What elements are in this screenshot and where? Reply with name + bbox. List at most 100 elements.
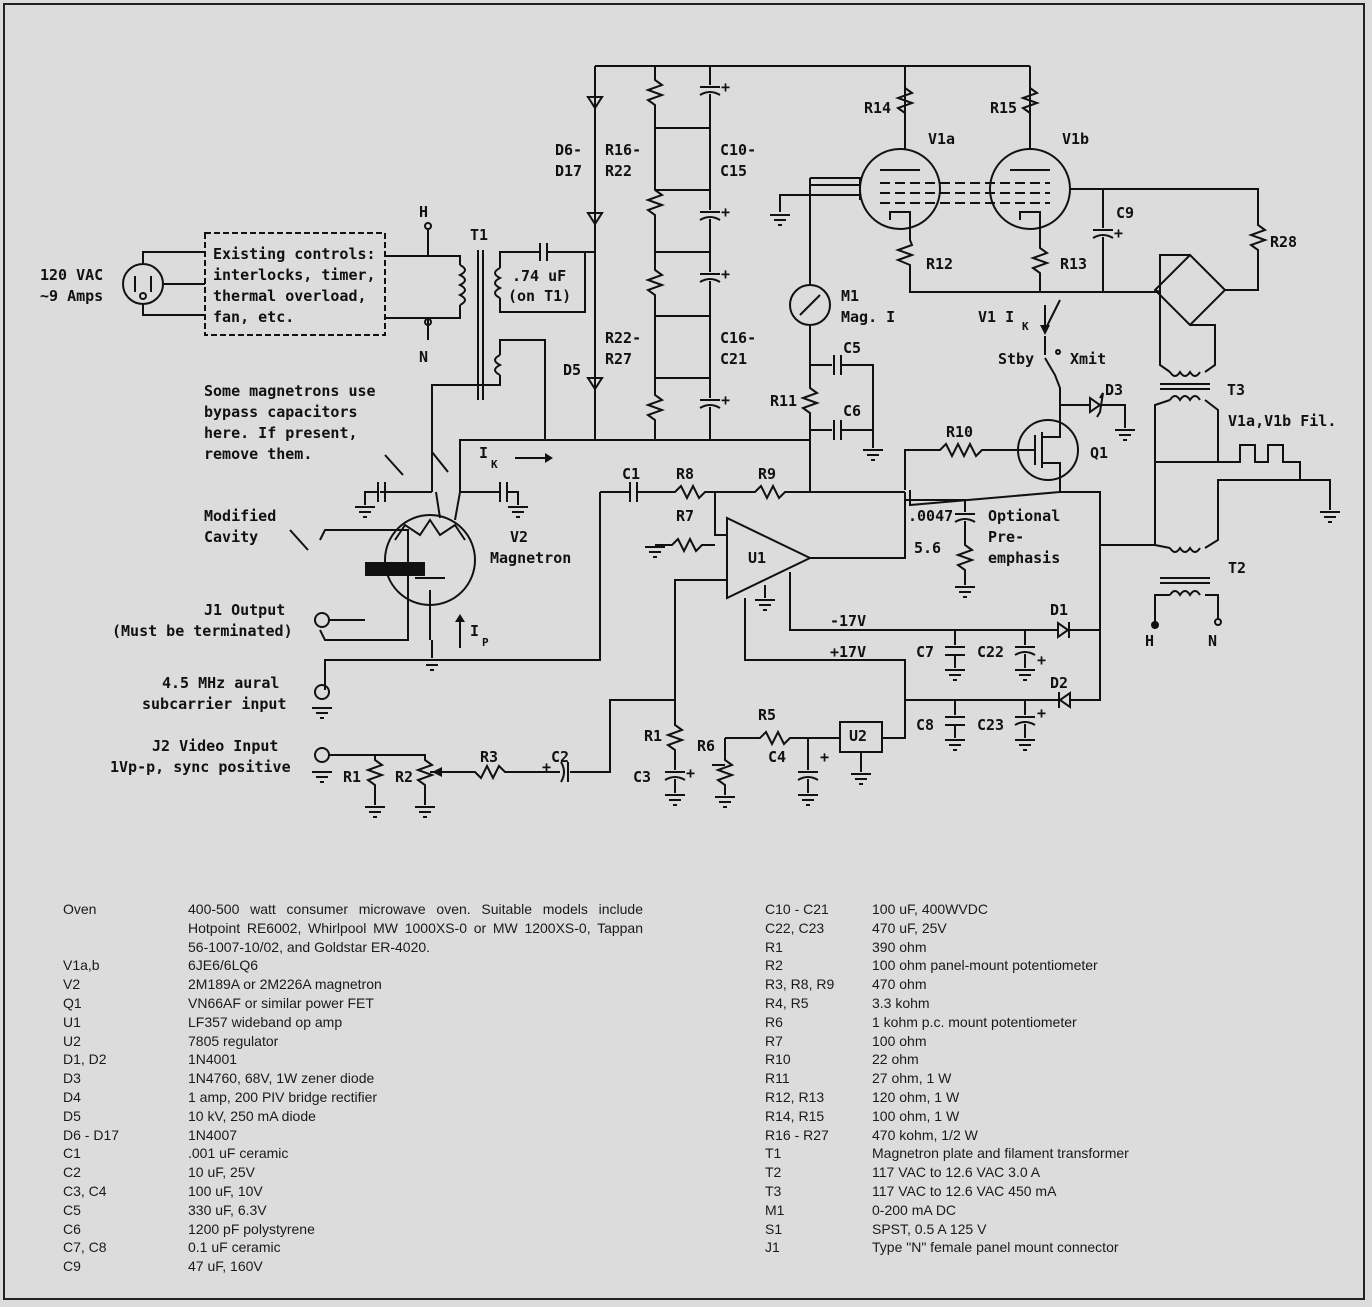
plus-mark: + <box>542 758 551 776</box>
part-description: 470 kohm, 1/2 W <box>872 1126 978 1143</box>
part-description: 6JE6/6LQ6 <box>188 957 259 974</box>
part-description: 330 uF, 6.3V <box>188 1201 267 1218</box>
part-designator: C7, C8 <box>63 1239 107 1256</box>
plus-mark: + <box>721 78 730 96</box>
part-designator: R6 <box>765 1013 783 1030</box>
part-description: 400-500 watt consumer microwave oven. Su… <box>188 901 643 955</box>
part-description: 1N4760, 68V, 1W zener diode <box>188 1070 375 1087</box>
label-n2: N <box>1208 632 1217 650</box>
label-ip-sub: P <box>482 636 489 649</box>
label-r2: R2 <box>395 768 413 786</box>
label-v1b: V1b <box>1062 130 1089 148</box>
part-designator: R3, R8, R9 <box>765 976 835 993</box>
label-j1-output: J1 Output <box>204 601 285 619</box>
part-description: 10 uF, 25V <box>188 1164 255 1181</box>
part-description: 470 ohm <box>872 976 927 993</box>
part-description: Magnetron plate and filament transformer <box>872 1145 1129 1162</box>
part-designator: D5 <box>63 1107 81 1124</box>
label-t1: T1 <box>470 226 488 244</box>
label-k-sub: K <box>1022 320 1029 333</box>
label-r1: R1 <box>644 727 662 745</box>
label-n: N <box>419 348 428 366</box>
label-c16: C16- <box>720 329 756 347</box>
label-c22: C22 <box>977 643 1004 661</box>
label-q1: Q1 <box>1090 444 1108 462</box>
label-r22: R22 <box>605 162 632 180</box>
figure-frame <box>3 3 1365 1300</box>
part-designator: R11 <box>765 1070 790 1087</box>
label-ip: I <box>470 622 479 640</box>
part-description: 10 kV, 250 mA diode <box>188 1107 316 1124</box>
part-designator: R14, R15 <box>765 1107 825 1124</box>
label-r22b: R22- <box>605 329 641 347</box>
label-cap74: .74 uF <box>512 267 566 285</box>
label-r13: R13 <box>1060 255 1087 273</box>
part-description: 100 ohm, 1 W <box>872 1107 960 1124</box>
label-mag-i: Mag. I <box>841 308 895 326</box>
label-c23: C23 <box>977 716 1004 734</box>
part-designator: C9 <box>63 1258 81 1275</box>
part-designator: C22, C23 <box>765 919 825 936</box>
wires <box>122 65 1341 818</box>
label-u1: U1 <box>748 549 766 567</box>
label-t2: T2 <box>1228 559 1246 577</box>
part-description: 0-200 mA DC <box>872 1201 957 1218</box>
label-pre: Pre- <box>988 528 1024 546</box>
part-designator: C10 - C21 <box>765 901 829 917</box>
label-emphasis: emphasis <box>988 549 1060 567</box>
label-r9: R9 <box>758 465 776 483</box>
label-t3: T3 <box>1227 381 1245 399</box>
label-v1a: V1a <box>928 130 955 148</box>
label-m1: M1 <box>841 287 859 305</box>
label-r15: R15 <box>990 99 1017 117</box>
part-designator: V2 <box>63 976 81 993</box>
part-designator: C5 <box>63 1201 81 1218</box>
part-description: 2M189A or 2M226A magnetron <box>188 976 382 993</box>
part-description: .001 uF ceramic <box>188 1145 289 1162</box>
part-description: 100 ohm panel-mount potentiometer <box>872 957 1098 974</box>
part-description: 22 ohm <box>872 1051 919 1068</box>
label-c9: C9 <box>1116 204 1134 222</box>
parts-row: R11 27 ohm, 1 W <box>765 1069 1195 1088</box>
part-description: 117 VAC to 12.6 VAC 3.0 A <box>872 1164 1041 1181</box>
label-c8: C8 <box>916 716 934 734</box>
part-designator: D3 <box>63 1070 81 1087</box>
label-bypass-3: here. If present, <box>204 424 358 442</box>
plus-mark: + <box>1037 704 1046 722</box>
part-designator: U1 <box>63 1013 81 1030</box>
part-designator: U2 <box>63 1032 81 1049</box>
part-description: 1N4001 <box>188 1051 238 1068</box>
label-5-6: 5.6 <box>914 539 941 557</box>
part-description: 1200 pF polystyrene <box>188 1220 315 1237</box>
part-designator: R7 <box>765 1032 783 1049</box>
part-designator: J1 <box>765 1239 780 1256</box>
label-d17: D17 <box>555 162 582 180</box>
parts-row: R3, R8, R9 470 ohm <box>765 975 1195 994</box>
label-magnetron: Magnetron <box>490 549 571 567</box>
part-description: 27 ohm, 1 W <box>872 1070 952 1087</box>
label-c3: C3 <box>633 768 651 786</box>
label-bypass-1: Some magnetrons use <box>204 382 376 400</box>
label-cavity: Cavity <box>204 528 258 546</box>
part-designator: T3 <box>765 1182 782 1199</box>
label-u2: U2 <box>849 727 867 745</box>
label-on-t1: (on T1) <box>508 287 571 305</box>
label-c10: C10- <box>720 141 756 159</box>
part-description: 100 uF, 10V <box>188 1182 263 1199</box>
label-d2: D2 <box>1050 674 1068 692</box>
